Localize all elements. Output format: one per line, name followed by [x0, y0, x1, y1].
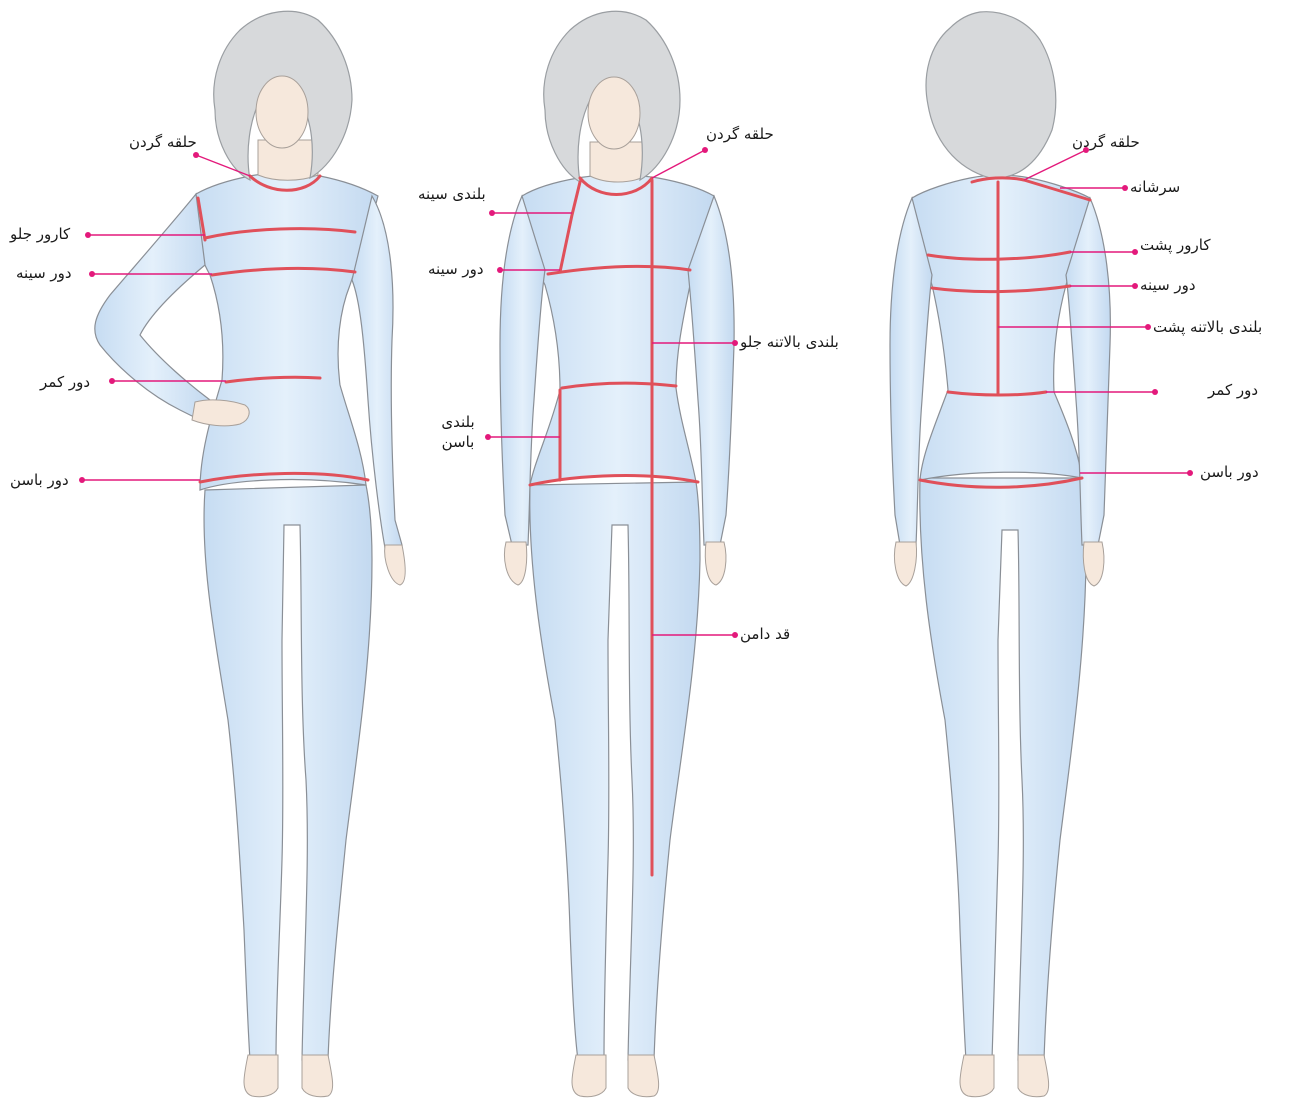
label-hip-height: بلندی باسن — [428, 412, 488, 452]
figure-back — [890, 12, 1193, 1097]
label-front-yoke: کارور جلو — [10, 225, 70, 243]
label-hip-figure3: دور باسن — [1200, 463, 1259, 481]
label-back-yoke: کارور پشت — [1140, 236, 1211, 254]
figure-front-hand-on-hip — [79, 11, 405, 1096]
label-back-bodice-length: بلندی بالاتنه پشت — [1153, 318, 1262, 336]
label-front-bodice-length: بلندی بالاتنه جلو — [740, 333, 839, 351]
figure-front — [485, 11, 738, 1096]
label-bust-height: بلندی سینه — [418, 185, 486, 203]
label-neck-figure3: حلقه گردن — [1072, 133, 1140, 151]
label-bust-figure2: دور سینه — [428, 260, 484, 278]
label-bust-figure1: دور سینه — [16, 264, 72, 282]
label-skirt-length: قد دامن — [740, 625, 790, 643]
label-neck-figure1: حلقه گردن — [129, 133, 197, 151]
label-waist-figure3: دور کمر — [1208, 381, 1258, 399]
label-neck-figure2: حلقه گردن — [706, 125, 774, 143]
label-waist-figure1: دور کمر — [40, 373, 90, 391]
label-shoulder: سرشانه — [1130, 178, 1180, 196]
label-bust-figure3: دور سینه — [1140, 276, 1196, 294]
label-hip-figure1: دور باسن — [10, 471, 69, 489]
